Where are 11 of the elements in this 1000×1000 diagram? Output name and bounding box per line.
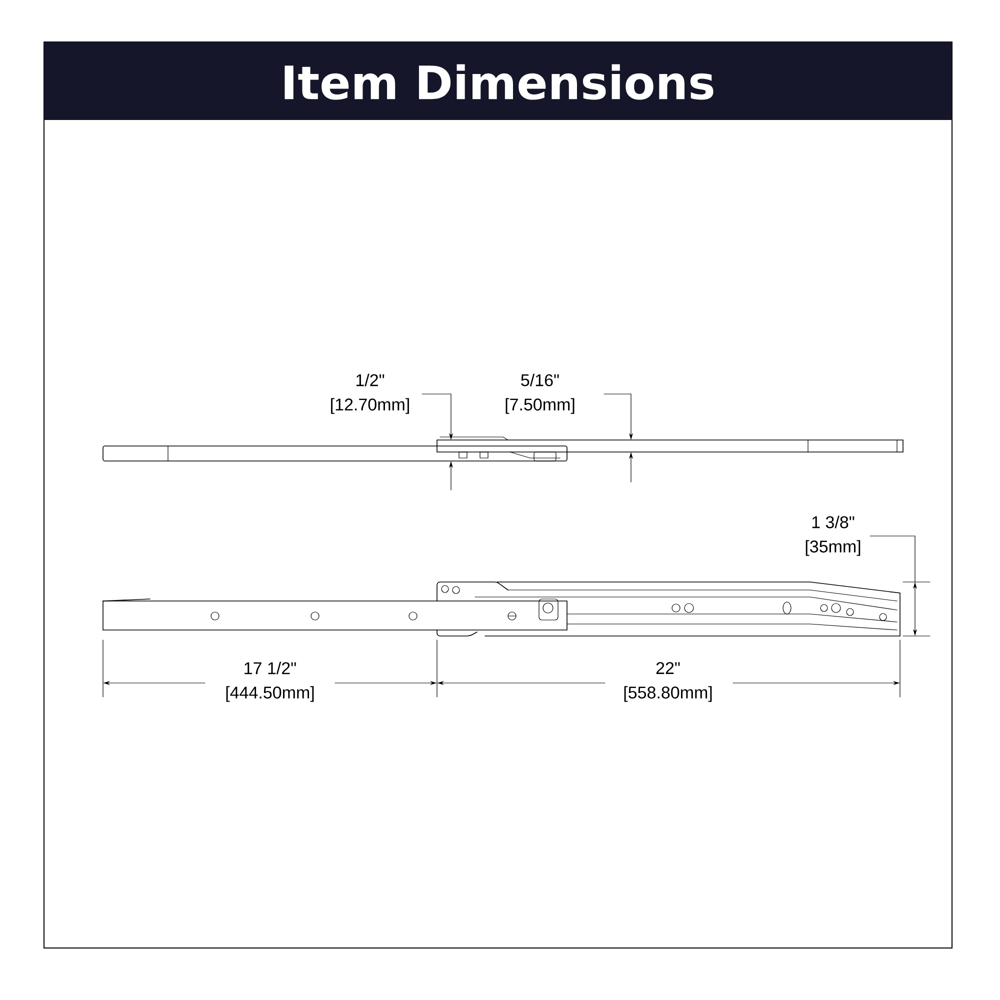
dimension-text: [444.50mm] <box>226 686 314 702</box>
dimension-text: 1 3/8" <box>812 516 854 528</box>
dimension-text: [558.80mm] <box>624 686 712 702</box>
dimension-text: 17 1/2" <box>244 662 296 674</box>
dimension-text: 1/2" <box>356 374 384 386</box>
dimension-text: [7.50mm] <box>506 398 574 414</box>
dimension-text: [35mm] <box>806 540 860 556</box>
title-banner: Item Dimensions <box>44 42 952 120</box>
dimension-text: 5/16" <box>521 374 559 386</box>
dimension-text: [12.70mm] <box>331 398 409 414</box>
dimension-text: 22" <box>656 662 680 674</box>
